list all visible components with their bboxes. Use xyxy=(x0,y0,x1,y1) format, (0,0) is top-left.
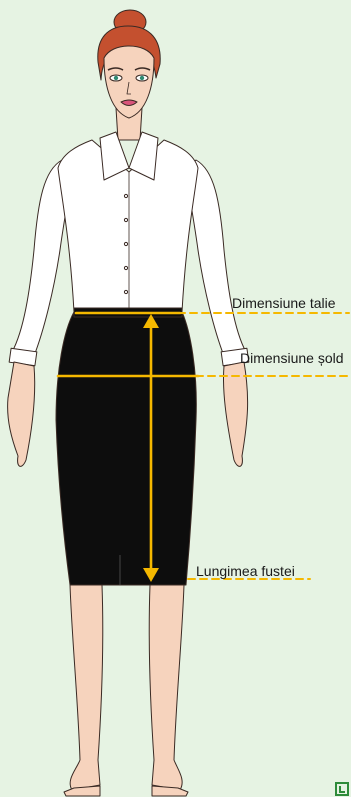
waist-size-label: Dimensiune talie xyxy=(232,295,336,311)
hip-size-label: Dimensiune șold xyxy=(240,350,344,366)
skirt xyxy=(56,312,196,585)
right-hand xyxy=(223,362,247,466)
left-hand xyxy=(8,362,35,466)
right-leg xyxy=(149,585,184,790)
left-leg xyxy=(70,585,103,790)
logo-mark-icon xyxy=(335,782,349,796)
fashion-figure xyxy=(8,10,249,796)
skirt-length-label: Lungimea fustei xyxy=(196,563,295,579)
